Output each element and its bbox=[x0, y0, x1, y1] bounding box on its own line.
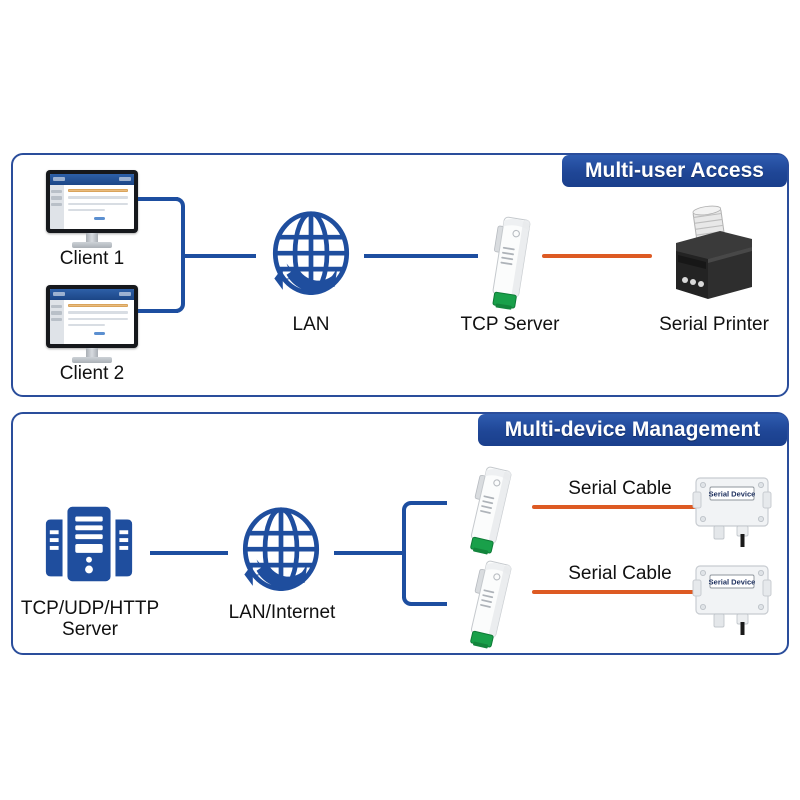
screen-sidebar bbox=[50, 300, 66, 344]
monitor-neck bbox=[86, 348, 98, 357]
serial-cable-1-label: Serial Cable bbox=[568, 478, 672, 499]
screen-sidebar-row bbox=[51, 190, 62, 194]
svg-text:Serial Device: Serial Device bbox=[709, 578, 756, 587]
monitor-screen bbox=[50, 174, 134, 229]
tcp-udp-http-server-icon bbox=[40, 495, 138, 593]
screen-content-area bbox=[64, 185, 134, 229]
monitor-base bbox=[72, 242, 112, 248]
screen-titlebar-right-block bbox=[118, 177, 131, 182]
screen-row bbox=[68, 317, 129, 320]
screen-titlebar-right-block bbox=[118, 292, 131, 297]
serial-cable-1 bbox=[532, 505, 700, 509]
lan-internet-label: LAN/Internet bbox=[228, 602, 336, 623]
screen-sidebar-row bbox=[51, 305, 62, 309]
serial-device-2-icon: Serial Device bbox=[692, 558, 772, 636]
screen-titlebar-left-block bbox=[53, 177, 66, 182]
serial-cable-to-printer bbox=[542, 254, 652, 258]
lan-label: LAN bbox=[292, 314, 330, 335]
wire-split-to-device-1 bbox=[413, 501, 447, 505]
panel-multi-user-access bbox=[11, 153, 789, 397]
screen-row bbox=[68, 202, 129, 205]
tcp-server-device-icon bbox=[472, 206, 548, 314]
screen-row bbox=[68, 323, 105, 326]
tcp-udp-http-server-label: TCP/UDP/HTTP Server bbox=[20, 598, 160, 641]
screen-sidebar-row bbox=[51, 202, 62, 206]
screen-sidebar-row bbox=[51, 196, 62, 200]
wire-server-to-lan-internet bbox=[150, 551, 228, 555]
screen-button bbox=[93, 331, 105, 336]
lan-globe-icon bbox=[264, 209, 358, 303]
wire-client1-to-bracket bbox=[138, 197, 178, 201]
wire-split-corner-bottom bbox=[402, 591, 417, 606]
panel-1-title-banner: Multi-user Access bbox=[562, 155, 787, 187]
serial-server-device-2-icon bbox=[452, 552, 528, 652]
panel-multi-device-management bbox=[11, 412, 789, 655]
screen-highlight-row bbox=[68, 304, 129, 308]
serial-server-device-1-icon bbox=[452, 458, 528, 558]
serial-cable-2-label: Serial Cable bbox=[568, 563, 672, 584]
monitor-screen bbox=[50, 289, 134, 344]
wire-split-corner-top bbox=[402, 501, 417, 516]
client-1-label: Client 1 bbox=[59, 248, 125, 269]
monitor-base bbox=[72, 357, 112, 363]
wire-client2-to-bracket bbox=[138, 309, 178, 313]
monitor-bezel bbox=[46, 285, 138, 348]
serial-printer-label: Serial Printer bbox=[659, 314, 769, 335]
wire-split-to-device-2 bbox=[413, 602, 447, 606]
wire-bracket-to-lan bbox=[181, 254, 256, 258]
screen-row bbox=[68, 196, 129, 199]
serial-device-1-icon: Serial Device bbox=[692, 470, 772, 548]
serial-printer-icon bbox=[660, 203, 764, 307]
svg-text:Serial Device: Serial Device bbox=[709, 490, 756, 499]
lan-internet-globe-icon bbox=[234, 505, 328, 599]
screen-titlebar-left-block bbox=[53, 292, 66, 297]
screen-sidebar bbox=[50, 185, 66, 229]
monitor-neck bbox=[86, 233, 98, 242]
screen-titlebar bbox=[50, 174, 134, 185]
client-1-monitor bbox=[46, 170, 138, 248]
screen-row bbox=[68, 208, 105, 211]
screen-titlebar bbox=[50, 289, 134, 300]
serial-cable-2 bbox=[532, 590, 700, 594]
screen-sidebar-row bbox=[51, 317, 62, 321]
wire-lan-to-split bbox=[334, 551, 406, 555]
wire-bracket-corner-top bbox=[170, 197, 185, 212]
tcp-server-label: TCP Server bbox=[460, 314, 560, 335]
wire-lan-to-tcp-server bbox=[364, 254, 478, 258]
screen-content-area bbox=[64, 300, 134, 344]
screen-button bbox=[93, 216, 105, 221]
client-2-label: Client 2 bbox=[59, 363, 125, 384]
screen-sidebar-row bbox=[51, 311, 62, 315]
client-2-monitor bbox=[46, 285, 138, 363]
monitor-bezel bbox=[46, 170, 138, 233]
wire-split-vertical bbox=[402, 512, 406, 598]
panel-2-title-banner: Multi-device Management bbox=[478, 414, 787, 446]
screen-highlight-row bbox=[68, 189, 129, 193]
screen-row bbox=[68, 311, 129, 314]
